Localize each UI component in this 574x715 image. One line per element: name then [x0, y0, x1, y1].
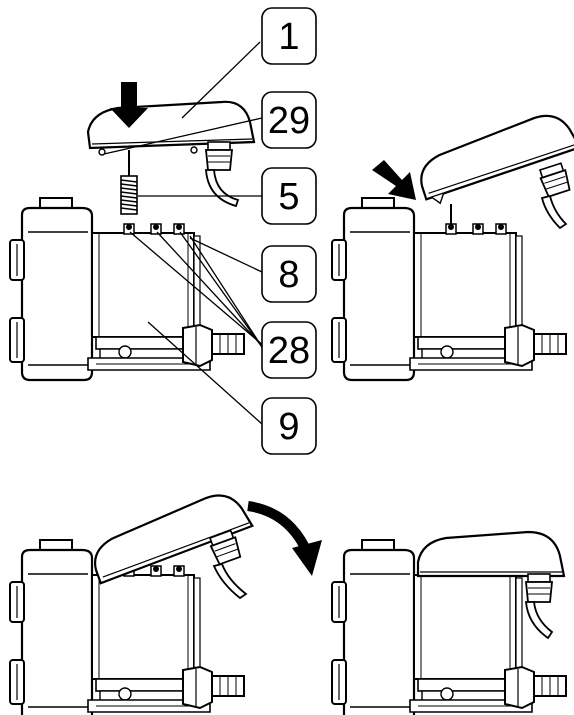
- panel-exploded-view: [8, 82, 256, 382]
- cable-gland-1: [205, 141, 233, 171]
- callout-29: 29: [261, 91, 317, 149]
- spring-part: [120, 175, 138, 215]
- callout-8: 8: [261, 245, 317, 303]
- leader-lines: [103, 41, 265, 425]
- cable-1: [205, 169, 240, 208]
- callout-28: 28: [261, 321, 317, 379]
- rotate-arrow: [247, 501, 322, 576]
- callout-8-label: 8: [278, 254, 299, 296]
- panel-hook-cover: [330, 114, 574, 382]
- callout-28-label: 28: [268, 330, 310, 372]
- callout-1: 1: [261, 7, 317, 65]
- diagonal-arrow: [372, 160, 416, 200]
- callout-1-label: 1: [278, 16, 299, 58]
- panel-assembled: [330, 530, 568, 715]
- screw-terminals-1: [123, 223, 185, 235]
- down-arrow: [110, 82, 148, 128]
- callout-5: 5: [261, 167, 317, 225]
- callout-9-label: 9: [278, 406, 299, 448]
- cover-closed: [416, 530, 566, 578]
- callout-29-label: 29: [268, 100, 310, 142]
- callout-9: 9: [261, 397, 317, 455]
- callout-5-label: 5: [278, 176, 299, 218]
- panel-cover-tilted: [8, 494, 254, 715]
